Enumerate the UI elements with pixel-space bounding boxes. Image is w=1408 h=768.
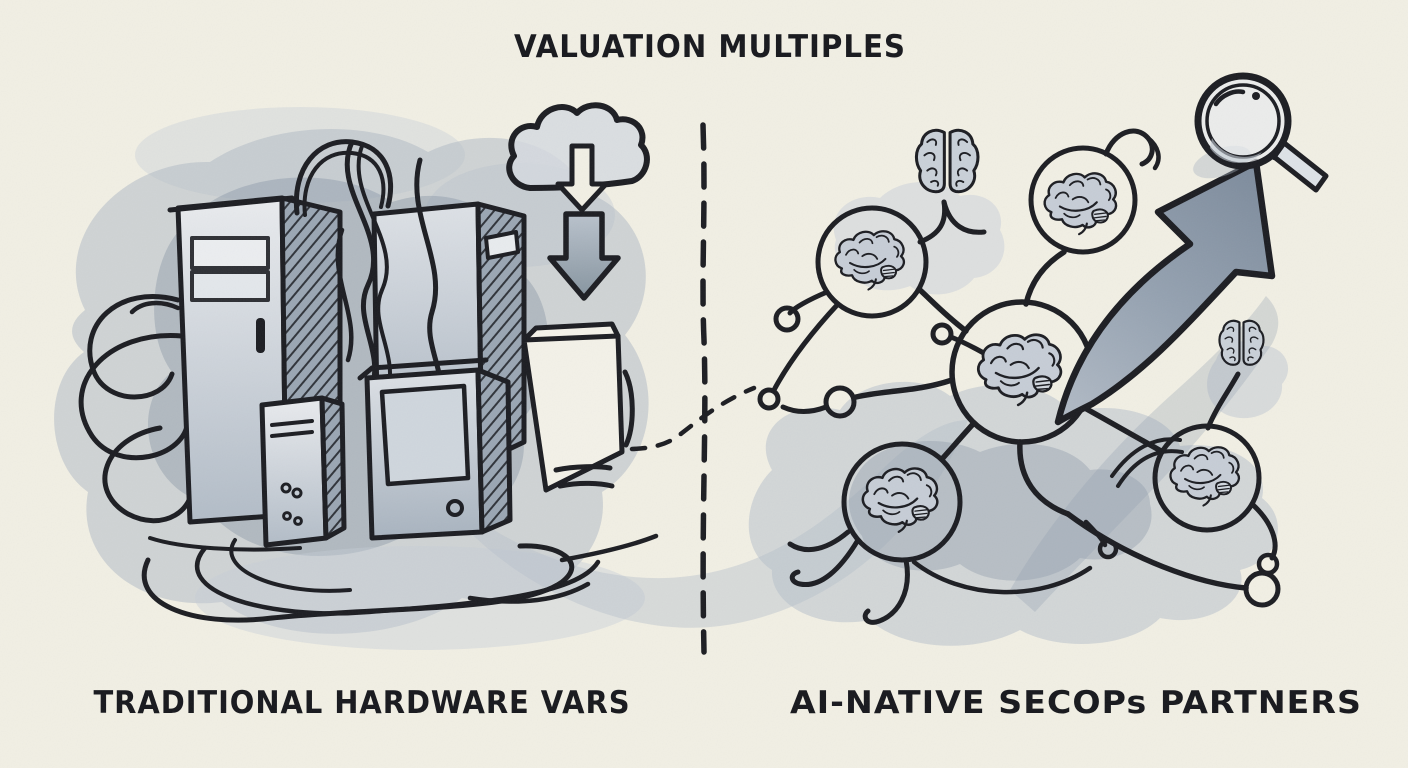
illustration-root: VALUATION MULTIPLES TRADITIONAL HARDWARE… (0, 0, 1408, 768)
illustration-canvas: VALUATION MULTIPLES TRADITIONAL HARDWARE… (0, 0, 1408, 768)
paper-grain (0, 0, 1408, 768)
